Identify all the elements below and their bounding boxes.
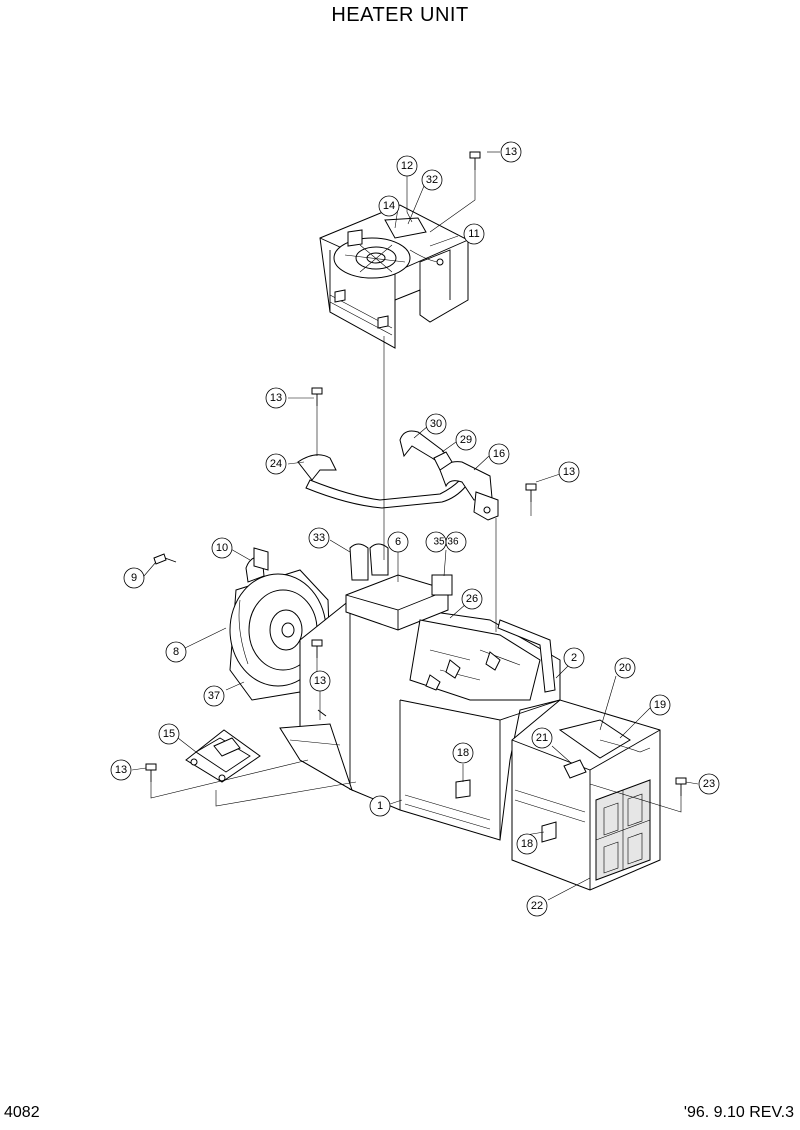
svg-text:35,36: 35,36: [433, 537, 458, 548]
page-title: HEATER UNIT: [331, 4, 469, 26]
svg-text:18: 18: [521, 838, 533, 850]
svg-text:13: 13: [505, 146, 517, 158]
svg-text:22: 22: [531, 900, 543, 912]
callout-24: 24: [265, 453, 287, 475]
svg-text:14: 14: [383, 200, 395, 212]
svg-text:19: 19: [654, 699, 666, 711]
callout-32: 32: [421, 169, 443, 191]
svg-text:9: 9: [131, 572, 137, 584]
svg-text:13: 13: [563, 466, 575, 478]
callout-6: 6: [387, 531, 409, 553]
svg-text:1: 1: [377, 800, 383, 812]
svg-text:13: 13: [270, 392, 282, 404]
callout-18-right: 18: [516, 833, 538, 855]
callout-10: 10: [211, 537, 233, 559]
svg-text:6: 6: [395, 536, 401, 548]
svg-text:24: 24: [270, 458, 282, 470]
svg-text:13: 13: [314, 675, 326, 687]
callout-16: 16: [488, 443, 510, 465]
callout-13-left: 13: [265, 387, 287, 409]
svg-text:32: 32: [426, 174, 438, 186]
svg-text:30: 30: [430, 418, 442, 430]
svg-text:16: 16: [493, 448, 505, 460]
upper-duct-housing: [319, 204, 469, 349]
callout-19: 19: [649, 694, 671, 716]
callout-13-right: 13: [558, 461, 580, 483]
svg-text:21: 21: [536, 732, 548, 744]
svg-text:20: 20: [619, 662, 631, 674]
callout-1: 1: [369, 795, 391, 817]
svg-text:10: 10: [216, 542, 228, 554]
callout-21: 21: [531, 727, 553, 749]
callout-33: 33: [308, 527, 330, 549]
svg-text:11: 11: [468, 228, 479, 240]
revision-stamp: '96. 9.10 REV.3: [683, 1104, 794, 1121]
callout-35-36: 35,36: [425, 531, 467, 553]
screws: [145, 151, 687, 796]
svg-text:23: 23: [703, 778, 715, 790]
callout-37: 37: [203, 685, 225, 707]
svg-text:29: 29: [460, 434, 472, 446]
callout-15: 15: [158, 723, 180, 745]
callout-9: 9: [123, 567, 145, 589]
svg-text:13: 13: [115, 764, 127, 776]
main-heater-case: [279, 543, 561, 841]
callout-18-center: 18: [452, 742, 474, 764]
callout-23: 23: [698, 773, 720, 795]
callout-20: 20: [614, 657, 636, 679]
svg-text:12: 12: [401, 160, 413, 172]
callout-22: 22: [526, 895, 548, 917]
heater-core-box: [511, 699, 661, 891]
callout-30: 30: [425, 413, 447, 435]
callout-29: 29: [455, 429, 477, 451]
page-number: 4082: [4, 1104, 40, 1121]
svg-text:18: 18: [457, 747, 469, 759]
callout-2: 2: [563, 647, 585, 669]
callout-12: 12: [396, 155, 418, 177]
svg-text:15: 15: [163, 728, 175, 740]
leader-lines: [131, 151, 699, 901]
heater-hose-assembly: [297, 430, 499, 521]
svg-text:8: 8: [173, 646, 179, 658]
callout-13-center: 13: [309, 670, 331, 692]
callout-14: 14: [378, 195, 400, 217]
svg-text:26: 26: [466, 593, 478, 605]
callout-8: 8: [165, 641, 187, 663]
callout-11: 11: [463, 223, 485, 245]
svg-text:33: 33: [313, 532, 325, 544]
mounting-bracket: [185, 729, 261, 783]
callout-13-top: 13: [500, 141, 522, 163]
callout-26: 26: [461, 588, 483, 610]
callout-13-bottom-left: 13: [110, 759, 132, 781]
svg-text:2: 2: [571, 652, 577, 664]
svg-text:37: 37: [208, 690, 220, 702]
